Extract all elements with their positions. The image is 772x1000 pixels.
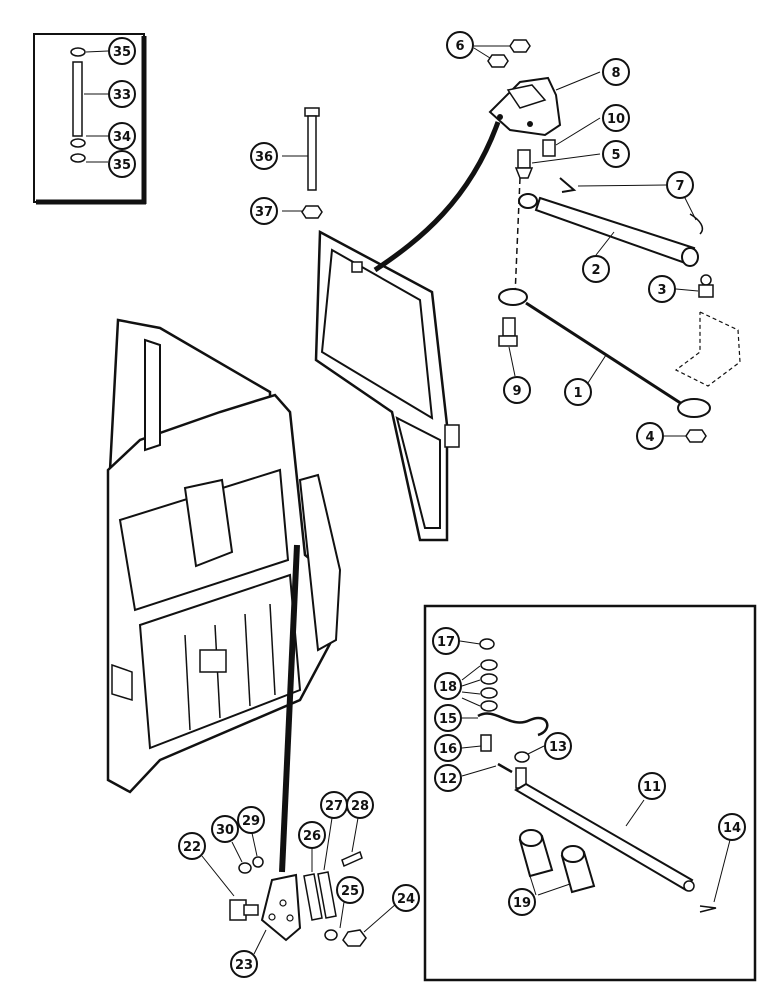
callout-number: 3 <box>657 283 666 298</box>
callout-35-top: 35 <box>108 37 136 65</box>
callout-18: 18 <box>434 672 462 700</box>
callout-25: 25 <box>336 876 364 904</box>
callout-number: 12 <box>439 772 457 787</box>
callout-number: 9 <box>512 384 521 399</box>
callout-number: 23 <box>235 958 253 973</box>
pin-22 <box>201 855 259 921</box>
bolt-9 <box>498 317 518 377</box>
callout-number: 16 <box>439 742 457 757</box>
callout-16: 16 <box>434 734 462 762</box>
callout-number: 36 <box>255 150 273 165</box>
callout-8: 8 <box>602 58 630 86</box>
callout-number: 2 <box>591 263 600 278</box>
callout-30: 30 <box>211 815 239 843</box>
callout-24: 24 <box>392 884 420 912</box>
callout-number: 25 <box>341 884 359 899</box>
callout-number: 5 <box>611 148 620 163</box>
callout-number: 37 <box>255 205 273 220</box>
stud-5 <box>514 149 601 179</box>
callout-4: 4 <box>636 422 664 450</box>
callout-12: 12 <box>434 764 462 792</box>
callout-3: 3 <box>648 275 676 303</box>
callout-27: 27 <box>320 791 348 819</box>
callout-number: 14 <box>723 821 741 836</box>
washer-25 <box>324 901 345 941</box>
plates-26-27 <box>303 817 337 921</box>
nut-4 <box>664 429 707 443</box>
nuts-6 <box>473 39 531 68</box>
callout-number: 1 <box>573 386 582 401</box>
nut-24 <box>342 903 397 947</box>
callout-number: 7 <box>675 179 684 194</box>
callout-number: 15 <box>439 712 457 727</box>
callout-number: 19 <box>513 896 531 911</box>
callout-36: 36 <box>250 142 278 170</box>
callout-17: 17 <box>432 627 460 655</box>
bolt-10 <box>542 117 601 157</box>
inset-box-top-left <box>33 33 147 205</box>
callout-37: 37 <box>250 197 278 225</box>
inset-box-bottom-right <box>423 604 757 982</box>
nut-29 <box>251 832 264 868</box>
callout-number: 10 <box>607 112 625 127</box>
callout-9: 9 <box>503 376 531 404</box>
callout-10: 10 <box>602 104 630 132</box>
bolt-36 <box>282 107 320 191</box>
bracket-8 <box>488 71 601 137</box>
callout-number: 33 <box>113 88 131 103</box>
callout-number: 34 <box>113 130 131 145</box>
washer-30 <box>231 841 252 874</box>
callout-35-bottom: 35 <box>108 150 136 178</box>
callout-2: 2 <box>582 255 610 283</box>
callout-number: 18 <box>439 680 457 695</box>
bolt-28 <box>341 817 363 868</box>
callout-26: 26 <box>298 821 326 849</box>
callout-number: 27 <box>325 799 343 814</box>
hinge-23 <box>260 873 302 942</box>
callout-number: 8 <box>611 66 620 81</box>
nut-37 <box>282 205 323 219</box>
callout-number: 13 <box>549 740 567 755</box>
callout-11: 11 <box>638 772 666 800</box>
callout-22: 22 <box>178 832 206 860</box>
callout-number: 4 <box>645 430 654 445</box>
strap-1 <box>498 288 711 418</box>
callout-number: 35 <box>113 158 131 173</box>
callout-23: 23 <box>230 950 258 978</box>
callout-5: 5 <box>602 140 630 168</box>
callout-number: 30 <box>216 823 234 838</box>
callout-number: 26 <box>303 829 321 844</box>
callout-number: 24 <box>397 892 415 907</box>
callout-7: 7 <box>666 171 694 199</box>
callout-number: 17 <box>437 635 455 650</box>
callout-number: 28 <box>351 799 369 814</box>
callout-number: 35 <box>113 45 131 60</box>
callout-33: 33 <box>108 80 136 108</box>
callout-15: 15 <box>434 704 462 732</box>
callout-number: 29 <box>242 814 260 829</box>
callout-number: 11 <box>643 780 661 795</box>
callout-number: 6 <box>455 39 464 54</box>
leader-bracket-to-door <box>373 121 501 273</box>
leader-cab-to-hinge <box>279 544 300 873</box>
callout-number: 22 <box>183 840 201 855</box>
callout-1: 1 <box>564 378 592 406</box>
callout-14: 14 <box>718 813 746 841</box>
callout-29: 29 <box>237 806 265 834</box>
door-frame <box>314 229 460 542</box>
ball-stud-3 <box>675 274 714 298</box>
callout-19: 19 <box>508 888 536 916</box>
cab-body <box>106 318 342 794</box>
mount-bracket-dashed <box>674 311 741 387</box>
alignment-dashed-line <box>514 177 521 297</box>
callout-6: 6 <box>446 31 474 59</box>
callout-13: 13 <box>544 732 572 760</box>
callout-34: 34 <box>108 122 136 150</box>
callout-28: 28 <box>346 791 374 819</box>
gas-strut-2 <box>518 193 699 267</box>
